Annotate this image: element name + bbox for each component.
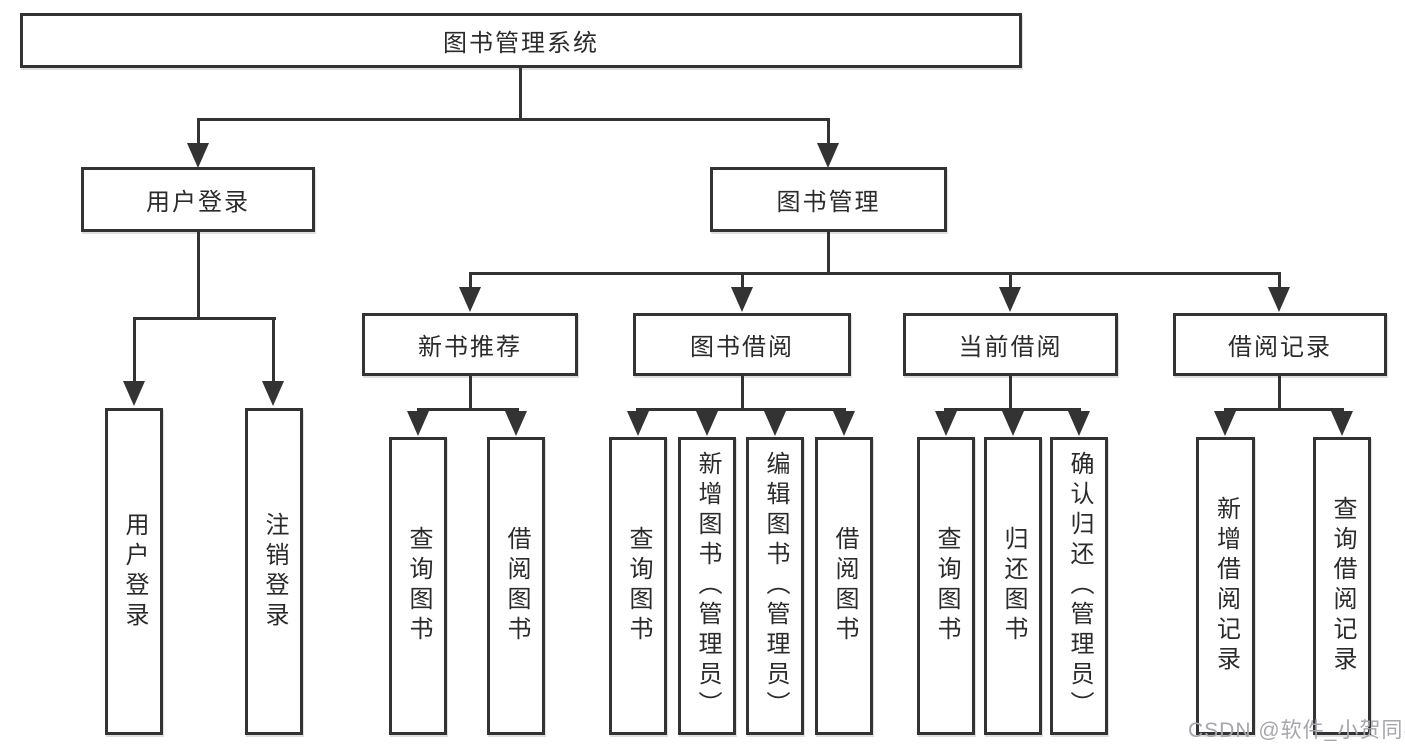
connector-line [519, 68, 522, 121]
connector-line [417, 408, 519, 411]
leaf-borrow-books-recommend: 借阅图书 [487, 437, 545, 735]
leaf-add-book-admin: 新增图书（管理员） [678, 437, 736, 735]
connector-line [741, 376, 744, 411]
leaf-edit-book-admin: 编辑图书（管理员） [746, 437, 804, 735]
watermark: CSDN @软件_小贺同学 [1188, 719, 1405, 742]
arrow-down-icon [1002, 411, 1024, 436]
leaf-label: 查询借阅记录 [1329, 496, 1356, 676]
leaf-label: 用户登录 [121, 511, 148, 632]
node-new-book-recommend: 新书推荐 [362, 313, 578, 376]
leaf-user-login: 用户登录 [105, 408, 163, 735]
arrow-down-icon [407, 411, 429, 436]
connector-line [1009, 275, 1012, 289]
arrow-down-icon [999, 287, 1021, 312]
arrow-down-icon [833, 411, 855, 436]
connector-line [469, 376, 472, 411]
arrow-down-icon [1068, 411, 1090, 436]
connector-line [944, 408, 1081, 411]
node-borrow-records: 借阅记录 [1173, 313, 1387, 376]
connector-line [469, 275, 472, 289]
arrow-down-icon [817, 143, 839, 168]
leaf-label: 借阅图书 [503, 526, 530, 646]
connector-line [133, 320, 136, 381]
leaf-label: 查询图书 [405, 526, 432, 646]
connector-line [827, 121, 830, 143]
arrow-down-icon [262, 381, 284, 406]
arrow-down-icon [459, 287, 481, 312]
leaf-label: 借阅图书 [831, 526, 858, 646]
leaf-return-book: 归还图书 [984, 437, 1042, 735]
leaf-label: 归还图书 [1000, 526, 1027, 646]
leaf-label: 新增图书（管理员） [694, 451, 721, 721]
connector-line [133, 317, 276, 320]
arrow-down-icon [1331, 411, 1353, 436]
connector-line [1278, 275, 1281, 289]
arrow-down-icon [935, 411, 957, 436]
arrow-down-icon [505, 411, 527, 436]
arrow-down-icon [731, 287, 753, 312]
leaf-label: 查询图书 [933, 526, 960, 646]
leaf-query-borrow-record: 查询借阅记录 [1313, 437, 1371, 735]
connector-line [741, 275, 744, 289]
leaf-query-books-current: 查询图书 [917, 437, 975, 735]
connector-line [197, 232, 200, 320]
arrow-down-icon [123, 381, 145, 406]
leaf-query-books-recommend: 查询图书 [389, 437, 447, 735]
leaf-label: 新增借阅记录 [1212, 496, 1240, 676]
leaf-logout: 注销登录 [245, 408, 303, 735]
leaf-add-borrow-record: 新增借阅记录 [1196, 437, 1255, 735]
leaf-label: 编辑图书（管理员） [762, 451, 789, 721]
connector-line [1009, 376, 1012, 411]
leaf-borrow-books: 借阅图书 [815, 437, 873, 735]
node-user-login: 用户登录 [81, 167, 315, 232]
arrow-down-icon [764, 411, 786, 436]
leaf-confirm-return-admin: 确认归还（管理员） [1050, 437, 1108, 735]
node-book-management: 图书管理 [710, 167, 947, 232]
connector-line [1224, 408, 1344, 411]
arrow-down-icon [696, 411, 718, 436]
node-library-management-system: 图书管理系统 [20, 13, 1022, 68]
connector-line [827, 232, 830, 275]
connector-line [272, 320, 275, 381]
arrow-down-icon [627, 411, 649, 436]
leaf-query-books-borrow: 查询图书 [609, 437, 667, 735]
leaf-label: 确认归还（管理员） [1066, 451, 1093, 721]
leaf-label: 注销登录 [261, 511, 288, 632]
node-book-borrow: 图书借阅 [633, 313, 851, 376]
node-current-borrow: 当前借阅 [903, 313, 1118, 376]
connector-line [469, 272, 1281, 275]
arrow-down-icon [1214, 411, 1236, 436]
arrow-down-icon [1268, 287, 1290, 312]
connector-line [1278, 376, 1281, 411]
connector-line [197, 121, 200, 143]
connector-line [636, 408, 846, 411]
connector-line [197, 118, 830, 121]
leaf-label: 查询图书 [625, 526, 652, 646]
arrow-down-icon [187, 143, 209, 168]
